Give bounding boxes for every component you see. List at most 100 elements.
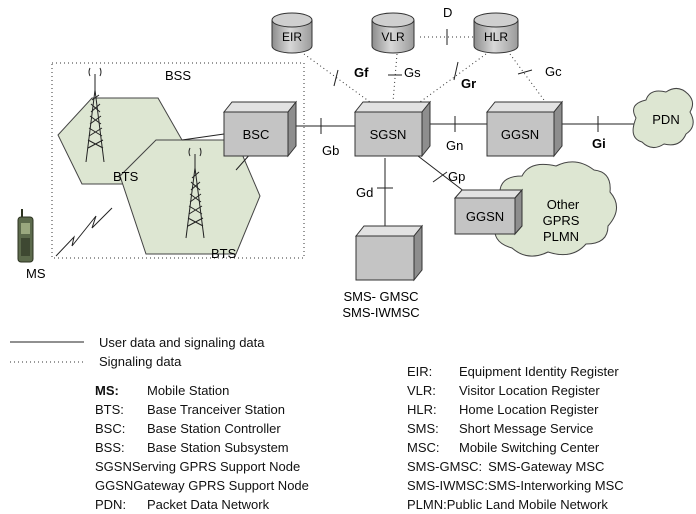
other-label: Other (547, 197, 580, 212)
bts-tower-icon (185, 147, 205, 239)
legend-def: SMS-Interworking MSC (487, 478, 624, 493)
vlr-label: VLR (381, 30, 405, 44)
legend-abbreviations-right: EIR: Equipment Identity Register VLR: Visi… (407, 362, 624, 514)
legend-abbr: VLR: (407, 383, 436, 398)
ggsn-node: GGSN (485, 100, 564, 158)
interface-gf-label: Gf (354, 65, 369, 80)
legend-def: Public Land Mobile Network (446, 497, 608, 512)
radio-link-icon (55, 207, 113, 257)
legend-abbr: BSC: (95, 421, 126, 436)
bts-label-1: BTS (113, 169, 139, 184)
sgsn-label: SGSN (370, 127, 407, 142)
eir-database: EIR (271, 12, 313, 54)
link-eir-sgsn (303, 53, 371, 103)
legend-solid-text: User data and signaling data (99, 335, 265, 350)
legend-abbr: BTS: (95, 402, 124, 417)
pdn-label: PDN (652, 112, 679, 127)
sgsn-node: SGSN (353, 100, 432, 158)
ggsn-other-node: GGSN (453, 188, 524, 236)
other-plmn-label: PLMN (543, 229, 579, 244)
legend-def: Mobile Station (147, 383, 230, 398)
legend-def: Short Message Service (459, 421, 594, 436)
legend-item: VLR: Visitor Location Register (407, 381, 624, 400)
legend-item: SGSNServing GPRS Support Node (95, 457, 309, 476)
link-vlr-sgsn (392, 53, 398, 103)
legend-def: Visitor Location Register (459, 383, 600, 398)
legend-abbr: GGSN (95, 478, 134, 493)
legend-def: Gateway GPRS Support Node (133, 478, 309, 493)
legend-def: Equipment Identity Register (459, 364, 619, 379)
link-hlr-sgsn (419, 53, 487, 103)
bss-boundary (51, 62, 305, 259)
legend-item: SMS: Short Message Service (407, 419, 624, 438)
legend-abbr: PDN: (95, 497, 127, 512)
legend-def: Base Station Controller (147, 421, 281, 436)
legend-item: BSC: Base Station Controller (95, 419, 309, 438)
legend-def: Packet Data Network (147, 497, 270, 512)
bsc-node: BSC (222, 100, 298, 158)
hlr-database: HLR (473, 12, 519, 54)
interface-gp-label: Gp (448, 169, 465, 184)
legend-abbr: PLMN: (407, 497, 447, 512)
interface-gn-label: Gn (446, 138, 463, 153)
tick-gp (432, 171, 448, 183)
legend-abbr: SMS: (407, 421, 439, 436)
bts-label-2: BTS (211, 246, 237, 261)
tick-gc (517, 69, 533, 75)
legend-abbr: MSC: (407, 440, 440, 455)
other-plmn-cloud (489, 161, 617, 257)
ggsn-other-label: GGSN (466, 209, 504, 224)
legend-def: Serving GPRS Support Node (131, 459, 301, 474)
other-gprs-label: GPRS (543, 213, 580, 228)
legend-line-types: User data and signaling data Signaling d… (99, 333, 265, 371)
legend-abbr: SGSN (95, 459, 132, 474)
legend-item: BSS:Base Station Subsystem (95, 438, 309, 457)
legend-item: MSC: Mobile Switching Center (407, 438, 624, 457)
interface-d-label: D (443, 5, 452, 20)
legend-abbr: EIR: (407, 364, 433, 379)
legend-def: Base Tranceiver Station (147, 402, 286, 417)
legend-abbr: MS: (95, 383, 119, 398)
link-bts1-bsc (181, 133, 225, 141)
legend-dotted-text: Signaling data (99, 354, 182, 369)
interface-gi-label: Gi (592, 136, 606, 151)
interface-gc-label: Gc (545, 64, 562, 79)
legend-def: SMS-Gateway MSC (488, 459, 605, 474)
legend-def: Home Location Register (459, 402, 599, 417)
ggsn-label: GGSN (501, 127, 539, 142)
legend-abbr: HLR: (407, 402, 437, 417)
legend-item: BTS: Base Tranceiver Station (95, 400, 309, 419)
interface-gd-label: Gd (356, 185, 373, 200)
legend-abbr: SMS-IWMSC: (407, 478, 488, 493)
legend-item: MS: Mobile Station (95, 381, 309, 400)
link-hlr-ggsn (509, 53, 545, 101)
pdn-cloud (632, 88, 694, 148)
mobile-phone-icon (17, 209, 34, 263)
sms-gmsc-node (354, 224, 424, 282)
interface-gb-label: Gb (322, 143, 339, 158)
eir-label: EIR (282, 30, 302, 44)
legend-abbreviations-left: MS: Mobile Station BTS: Base Tranceiver St… (95, 381, 309, 514)
legend-item: PLMN:Public Land Mobile Network (407, 495, 624, 514)
ms-label: MS (26, 266, 46, 281)
legend-item: HLR: Home Location Register (407, 400, 624, 419)
legend-def: Mobile Switching Center (459, 440, 600, 455)
bsc-label: BSC (243, 127, 270, 142)
legend-item: GGSNGateway GPRS Support Node (95, 476, 309, 495)
hlr-label: HLR (484, 30, 508, 44)
bts-cell-2 (119, 139, 261, 255)
legend-def: Base Station Subsystem (147, 440, 289, 455)
tick-gf (333, 69, 339, 87)
sms-gmsc-label: SMS- GMSC (343, 289, 418, 304)
legend-item: SMS-GMSC: SMS-Gateway MSC (407, 457, 624, 476)
sms-iwmsc-label: SMS-IWMSC (342, 305, 419, 320)
interface-gr-label: Gr (461, 76, 476, 91)
legend-item: PDN: Packet Data Network (95, 495, 309, 514)
interface-gs-label: Gs (404, 65, 421, 80)
legend-item: SMS-IWMSC:SMS-Interworking MSC (407, 476, 624, 495)
bss-label: BSS (165, 68, 191, 83)
vlr-database: VLR (371, 12, 415, 54)
legend-abbr: SMS-GMSC: (407, 459, 483, 474)
bts-tower-icon (85, 67, 105, 163)
